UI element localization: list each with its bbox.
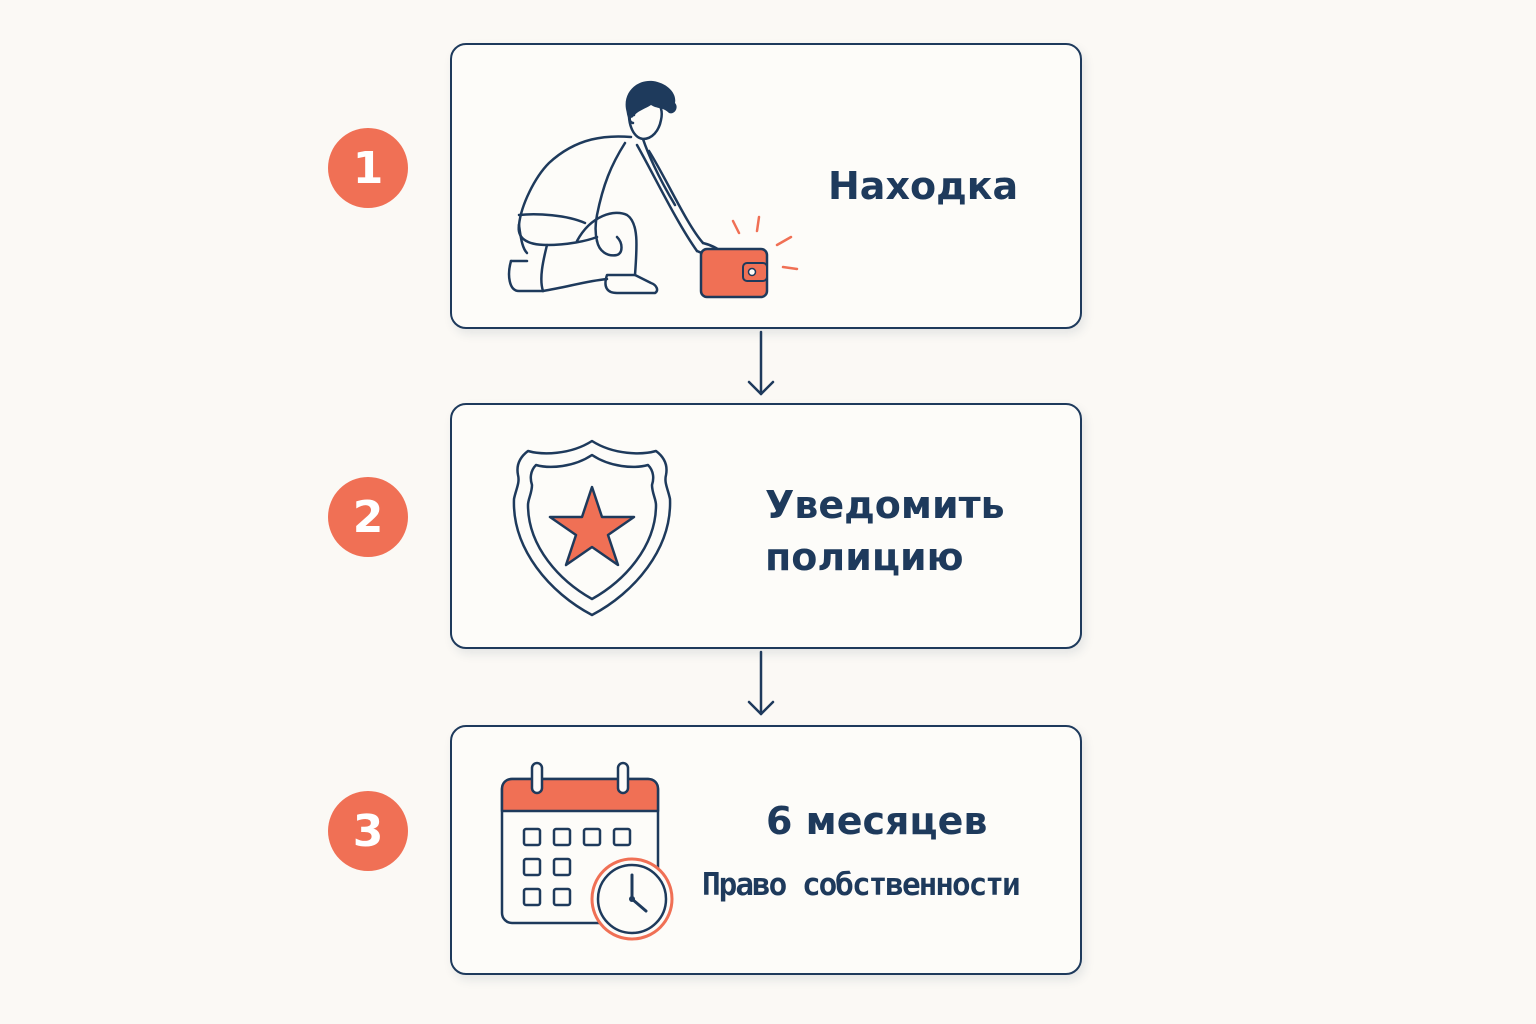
step-1-title: Находка	[828, 164, 1019, 208]
police-badge-icon	[512, 439, 672, 617]
step-3-badge: 3	[328, 791, 408, 871]
step-2-title-line1: Уведомить	[765, 483, 1005, 527]
step-1-badge: 1	[328, 128, 408, 208]
person-finding-wallet-icon	[507, 80, 799, 299]
step-2-title-line2: полицию	[765, 535, 964, 579]
step-3-title: 6 месяцев	[766, 799, 988, 843]
step-2-badge: 2	[328, 477, 408, 557]
step-3-subtitle: Право собственности	[702, 867, 1021, 903]
step-1-card: Находка	[450, 43, 1082, 329]
arrow-down-icon	[747, 650, 775, 716]
step-2-card: Уведомить полицию	[450, 403, 1082, 649]
arrow-down-icon	[747, 330, 775, 396]
calendar-clock-icon	[500, 761, 674, 941]
step-3-card: 6 месяцев Право собственности	[450, 725, 1082, 975]
